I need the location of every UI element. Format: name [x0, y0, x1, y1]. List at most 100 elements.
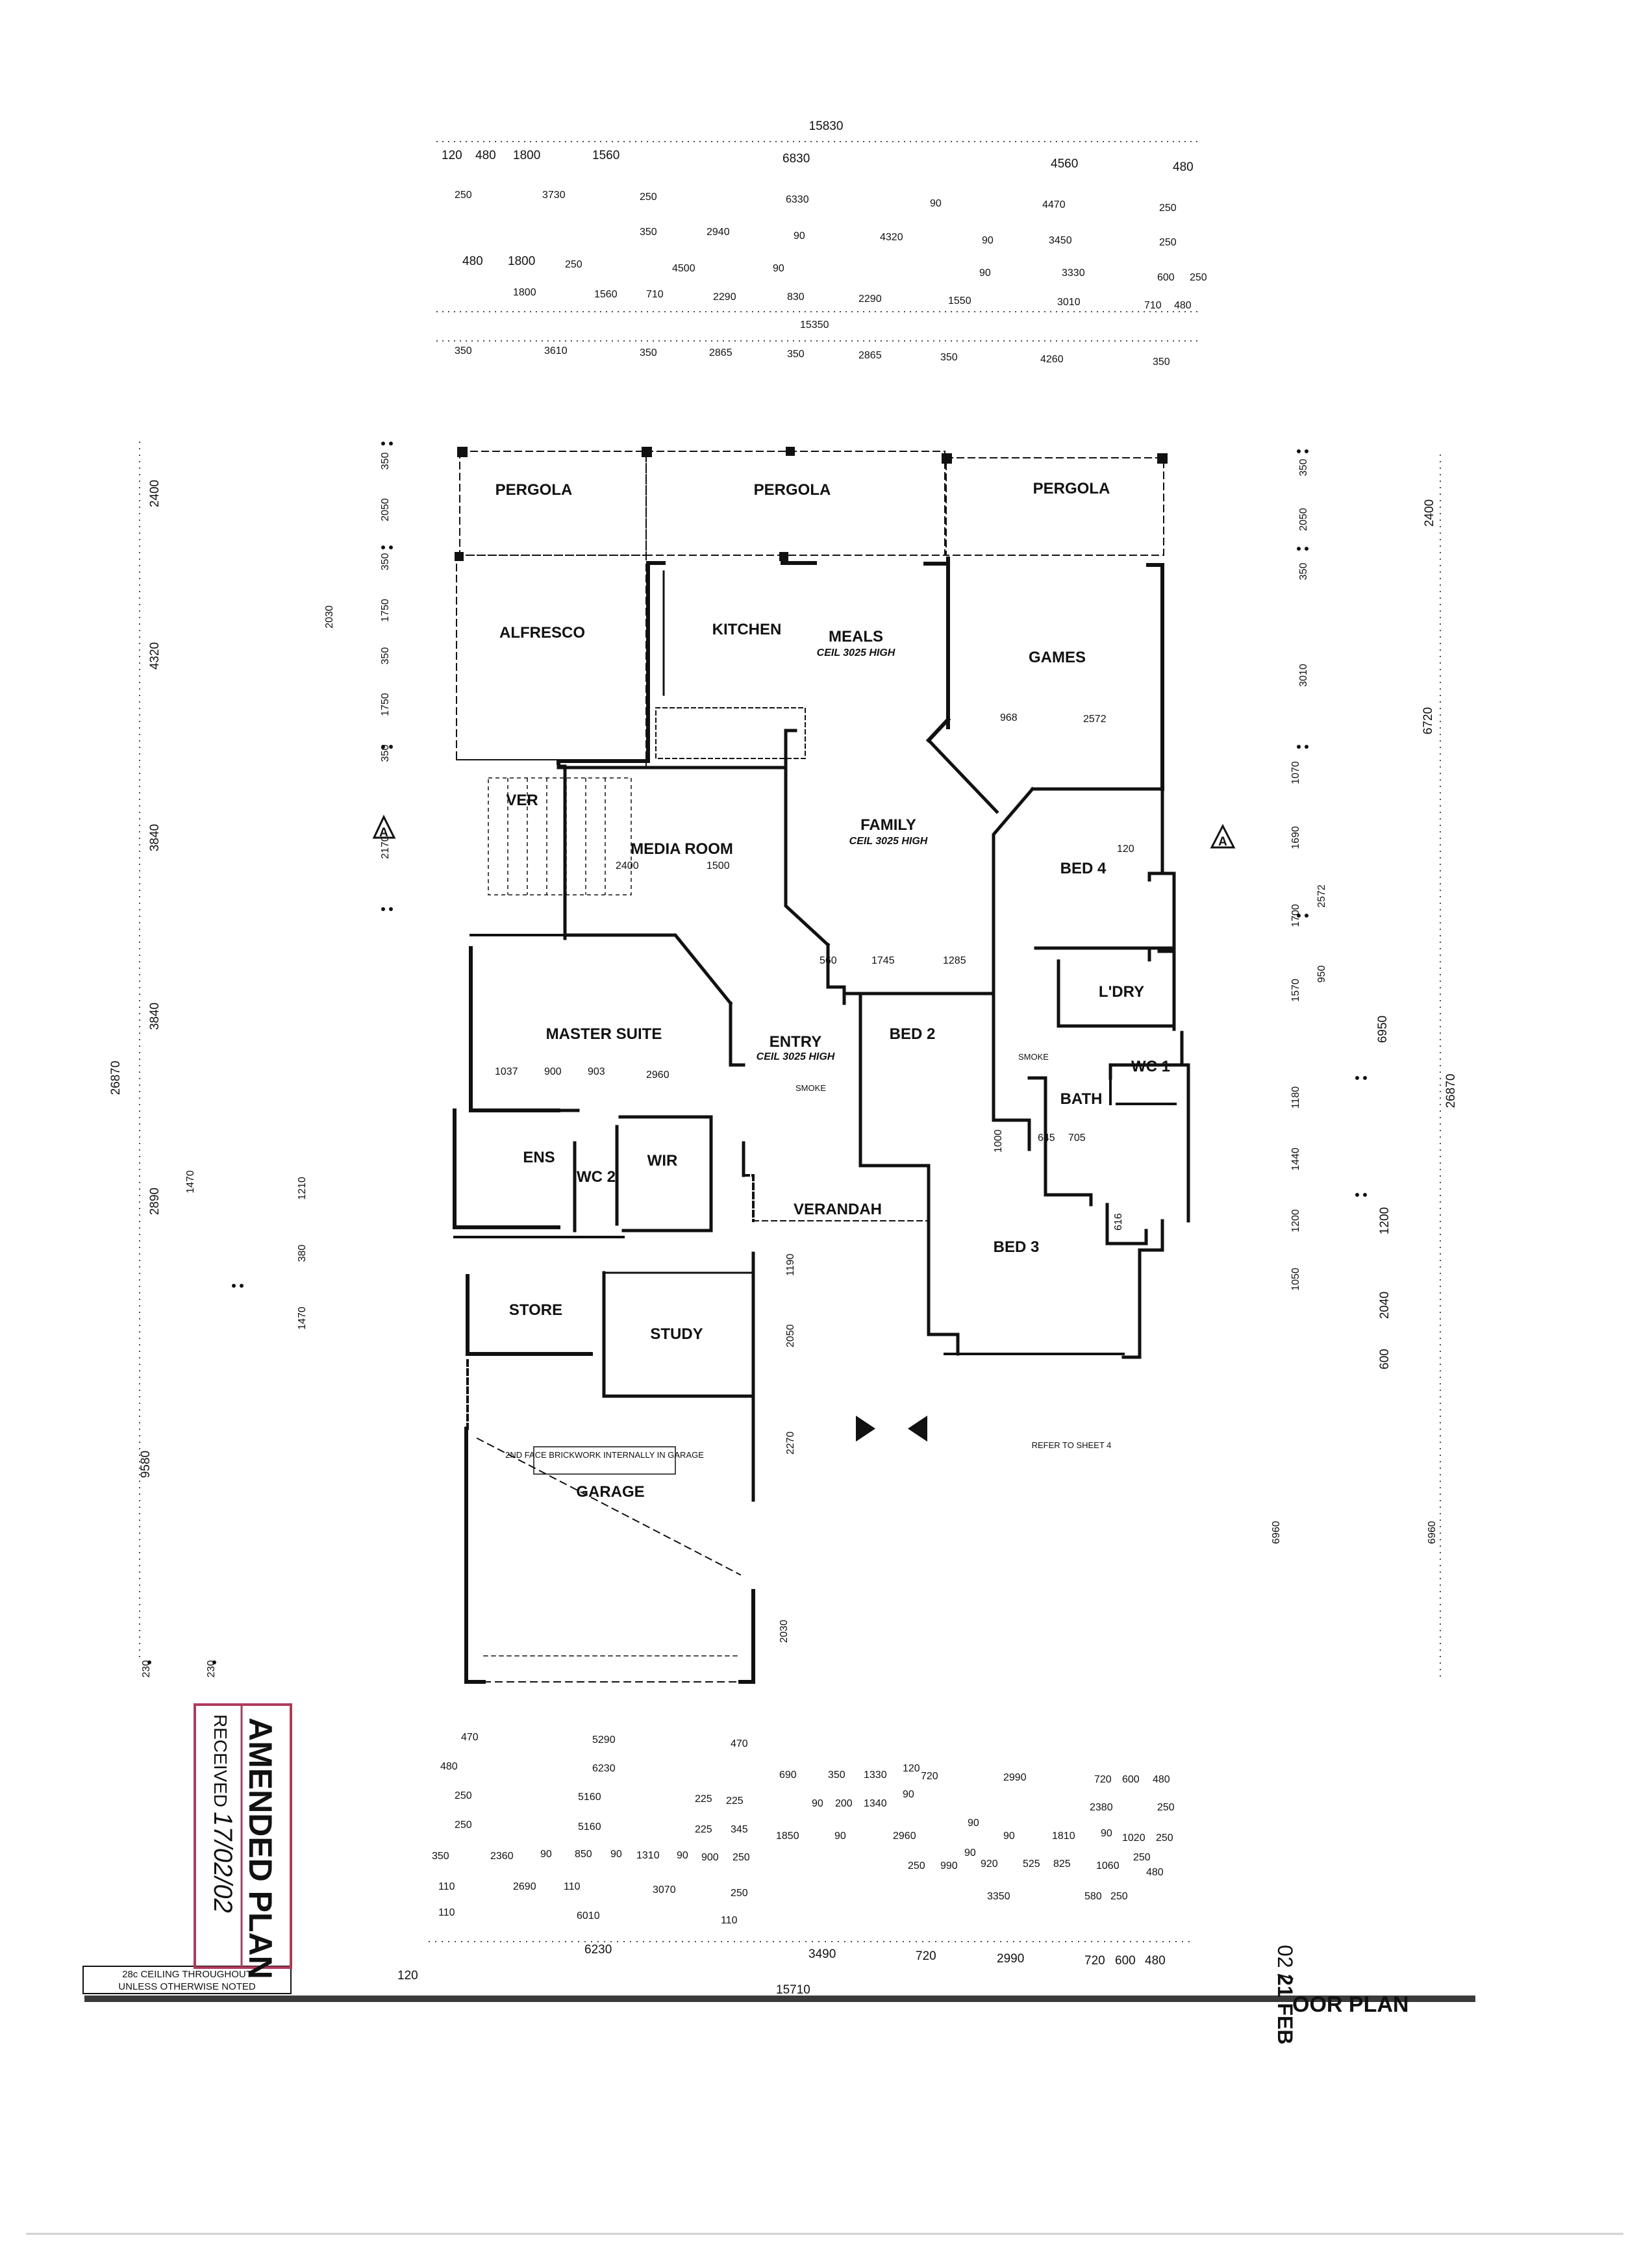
room-entry: ENTRY [770, 1033, 821, 1051]
svg-text:5160: 5160 [578, 1821, 601, 1833]
svg-text:1500: 1500 [707, 860, 730, 871]
svg-text:1550: 1550 [948, 295, 971, 307]
svg-text:1800: 1800 [508, 255, 535, 268]
bottom-dimensions: 470 5290 470 480 6230 690 350 1330 120 7… [397, 1732, 1195, 1997]
svg-text:2290: 2290 [858, 294, 882, 305]
svg-text:350: 350 [455, 345, 472, 357]
svg-text:2865: 2865 [709, 347, 732, 358]
svg-text:1690: 1690 [1290, 826, 1301, 849]
svg-text:350: 350 [640, 227, 657, 238]
svg-text:2040: 2040 [1378, 1292, 1392, 1319]
svg-text:900: 900 [701, 1852, 719, 1863]
pergola-posts [455, 447, 1168, 561]
svg-text:90: 90 [1003, 1831, 1015, 1842]
svg-text:2380: 2380 [1090, 1802, 1113, 1813]
room-master-suite: MASTER SUITE [546, 1025, 662, 1043]
svg-text:470: 470 [461, 1732, 479, 1743]
svg-text:250: 250 [732, 1852, 750, 1863]
svg-text:4320: 4320 [148, 642, 162, 669]
title-bar: 28c CEILING THROUGHOUT UNLESS OTHERWISE … [82, 1945, 1475, 2044]
svg-text:1560: 1560 [594, 289, 618, 300]
room-kitchen: KITCHEN [712, 621, 782, 638]
svg-text:2572: 2572 [1316, 884, 1327, 908]
top-dim-row4: 480 1800 250 4500 90 90 3330 600 250 [462, 255, 1207, 283]
svg-text:CEIL 3025 HIGH: CEIL 3025 HIGH [757, 1051, 835, 1062]
left-inner-dims: 350 2050 350 1750 350 2030 1750 350 2170… [141, 453, 391, 1678]
svg-text:120: 120 [397, 1969, 418, 1983]
svg-text:1180: 1180 [1290, 1086, 1301, 1109]
svg-text:250: 250 [1159, 237, 1177, 248]
svg-text:350: 350 [787, 349, 805, 360]
svg-text:920: 920 [981, 1858, 998, 1870]
svg-text:110: 110 [438, 1881, 455, 1892]
svg-text:2270: 2270 [785, 1431, 796, 1455]
svg-text:90: 90 [677, 1850, 688, 1861]
svg-text:250: 250 [455, 1820, 472, 1831]
svg-text:350: 350 [1298, 563, 1309, 581]
svg-text:710: 710 [646, 289, 664, 300]
room-alfresco: ALFRESCO [499, 624, 585, 642]
svg-text:2400: 2400 [616, 860, 639, 871]
svg-text:350: 350 [380, 453, 391, 470]
svg-text:120: 120 [442, 149, 462, 162]
stamp-date: 17/02/02 [208, 1812, 237, 1913]
svg-text:4470: 4470 [1042, 199, 1066, 210]
top-dim-row6: 350 3610 350 2865 350 2865 350 4260 350 [455, 345, 1170, 368]
svg-text:250: 250 [1156, 1833, 1173, 1844]
svg-text:720: 720 [921, 1771, 938, 1782]
svg-text:3010: 3010 [1298, 664, 1309, 687]
stamp-received: RECEIVED [210, 1714, 231, 1807]
svg-text:1750: 1750 [380, 599, 391, 622]
svg-text:950: 950 [1316, 966, 1327, 983]
svg-text:3840: 3840 [148, 824, 162, 851]
svg-text:350: 350 [1153, 357, 1170, 368]
svg-text:250: 250 [565, 259, 582, 270]
ver-hatch [488, 777, 632, 895]
svg-text:1850: 1850 [776, 1831, 799, 1842]
svg-text:1700: 1700 [1290, 904, 1301, 927]
stamp-title: AMENDED PLAN [242, 1718, 279, 1979]
plan-notes: SMOKE SMOKE 2ND FACE BRICKWORK INTERNALL… [505, 1052, 1111, 1475]
svg-text:2360: 2360 [490, 1851, 514, 1862]
svg-text:6330: 6330 [786, 194, 809, 205]
svg-text:225: 225 [695, 1794, 712, 1805]
svg-text:2050: 2050 [1298, 508, 1309, 531]
svg-text:250: 250 [455, 1790, 472, 1801]
svg-text:120: 120 [1117, 844, 1134, 855]
svg-text:2170: 2170 [380, 836, 391, 859]
svg-text:350: 350 [432, 1851, 449, 1862]
svg-text:1440: 1440 [1290, 1147, 1301, 1171]
svg-text:903: 903 [588, 1066, 605, 1077]
ceiling-note-line1: 28c CEILING THROUGHOUT [122, 1969, 252, 1980]
svg-text:350: 350 [640, 347, 657, 358]
room-family: FAMILY [860, 816, 916, 834]
room-media: MEDIA ROOM [631, 840, 733, 858]
svg-text:1200: 1200 [1290, 1209, 1301, 1233]
svg-text:90: 90 [982, 235, 994, 246]
view-markers [856, 1416, 927, 1442]
overall-right-height: 26870 [1444, 1074, 1458, 1108]
svg-text:230: 230 [141, 1660, 152, 1678]
svg-text:1020: 1020 [1122, 1833, 1145, 1844]
svg-text:6010: 6010 [577, 1910, 600, 1921]
svg-text:1000: 1000 [993, 1129, 1004, 1153]
svg-text:250: 250 [731, 1888, 748, 1899]
svg-text:1050: 1050 [1290, 1268, 1301, 1291]
right-dim-ticks [1297, 449, 1367, 1197]
svg-text:1200: 1200 [1378, 1207, 1392, 1234]
svg-text:90: 90 [794, 231, 805, 242]
svg-text:250: 250 [1190, 272, 1207, 283]
svg-text:690: 690 [779, 1770, 797, 1781]
svg-text:600: 600 [1157, 272, 1175, 283]
svg-text:825: 825 [1053, 1858, 1071, 1870]
title-block-date: 21 FEB [1273, 1974, 1297, 2044]
svg-text:3070: 3070 [653, 1884, 676, 1896]
svg-text:1037: 1037 [495, 1066, 518, 1077]
svg-text:2050: 2050 [785, 1324, 796, 1347]
left-dim-ticks [147, 442, 393, 1664]
svg-text:90: 90 [812, 1798, 823, 1809]
svg-text:480: 480 [462, 255, 483, 268]
svg-text:3840: 3840 [148, 1003, 162, 1030]
svg-text:1470: 1470 [297, 1307, 308, 1330]
svg-text:1560: 1560 [592, 149, 620, 162]
